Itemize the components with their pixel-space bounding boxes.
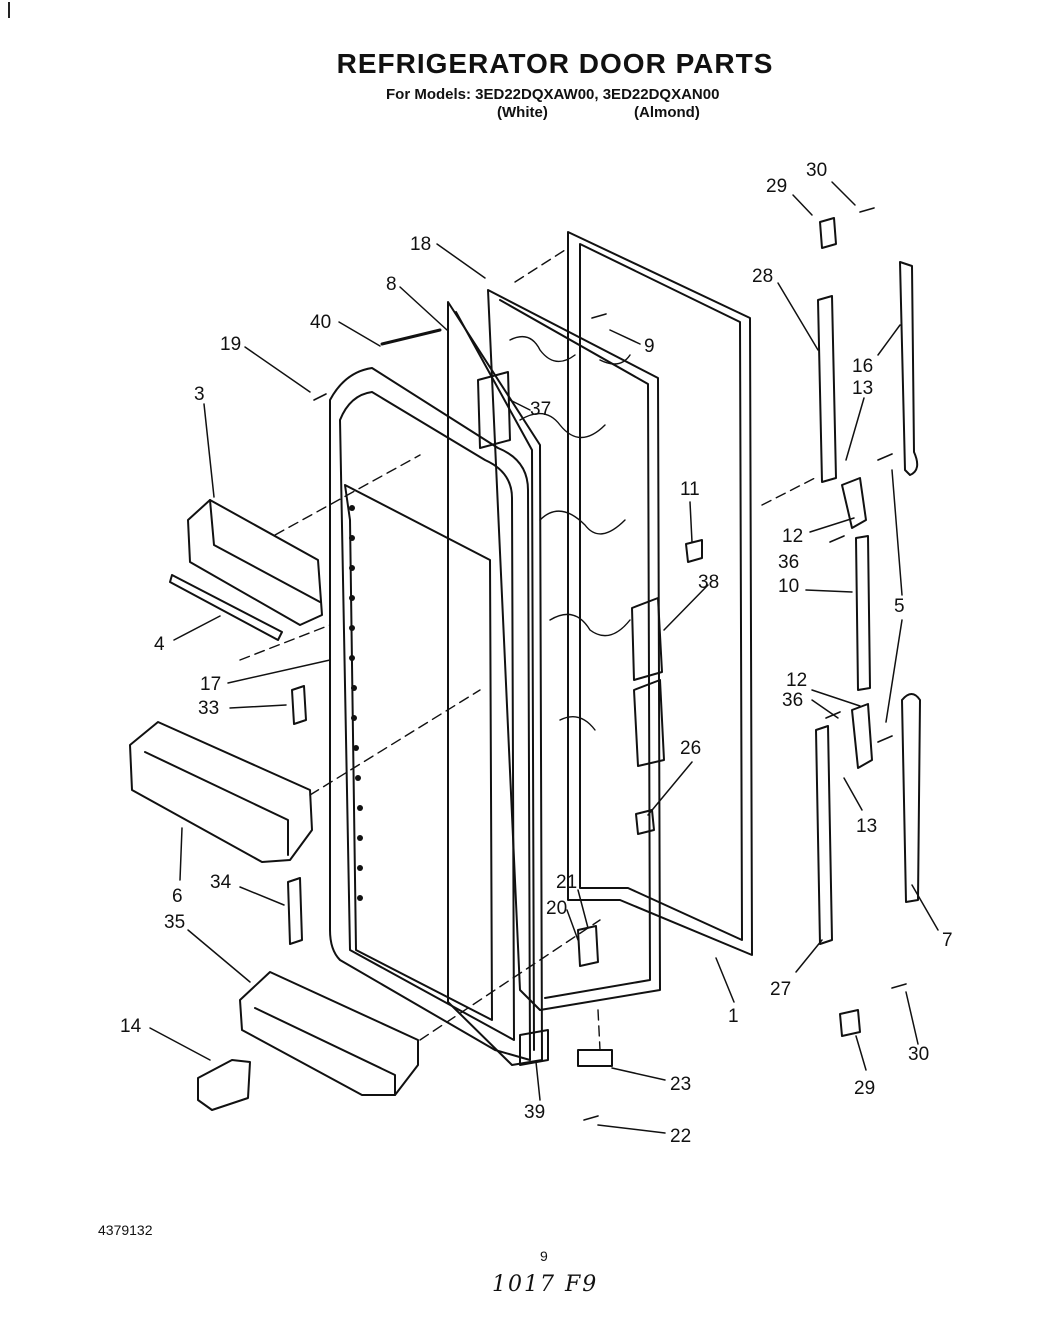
callout-37: 37 xyxy=(530,399,551,420)
callout-numbers: 30 29 18 28 8 40 9 19 16 13 3 37 11 12 3… xyxy=(120,160,953,1147)
callout-21: 21 xyxy=(556,872,577,893)
callout-33: 33 xyxy=(198,698,219,719)
callout-10: 10 xyxy=(778,576,799,597)
callout-26: 26 xyxy=(680,738,701,759)
handle-part-10 xyxy=(855,535,871,691)
callout-40: 40 xyxy=(310,312,331,333)
dairy-door-part-3 xyxy=(187,499,323,626)
outer-door-panel xyxy=(567,231,753,956)
callout-30-bottom: 30 xyxy=(908,1044,929,1065)
callout-27: 27 xyxy=(770,979,791,1000)
handle-part-16 xyxy=(899,261,919,476)
cover-part-38-upper xyxy=(631,597,663,681)
hinge-part-12-lower xyxy=(851,703,873,769)
callout-29-bottom: 29 xyxy=(854,1078,875,1099)
bracket-part-26 xyxy=(635,809,655,835)
callout-13-lower: 13 xyxy=(856,816,877,837)
callout-19: 19 xyxy=(220,334,241,355)
callout-38: 38 xyxy=(698,572,719,593)
handle-trim-part-27 xyxy=(815,725,833,945)
finish-white-label: (White) xyxy=(497,104,548,121)
callout-17: 17 xyxy=(200,674,221,695)
screws xyxy=(313,207,907,1121)
callout-11: 11 xyxy=(680,479,700,500)
callout-23: 23 xyxy=(670,1074,691,1095)
hinge-part-12-upper xyxy=(841,477,867,529)
door-shelf-part-6 xyxy=(129,721,313,863)
part-20-21 xyxy=(577,925,599,967)
callout-36-lower: 36 xyxy=(782,690,803,711)
callout-12-lower: 12 xyxy=(786,670,807,691)
gasket-strip-part-39 xyxy=(519,1029,549,1066)
door-gasket xyxy=(447,301,543,1066)
callout-12-upper: 12 xyxy=(782,526,803,547)
callout-16: 16 xyxy=(852,356,873,377)
handle-part-7 xyxy=(901,693,921,903)
clip-part-11 xyxy=(685,539,703,563)
handle-trim-part-28 xyxy=(817,295,837,483)
callout-3: 3 xyxy=(194,384,205,405)
callout-30-top: 30 xyxy=(806,160,827,181)
callout-4: 4 xyxy=(154,634,165,655)
callout-9: 9 xyxy=(644,336,655,357)
alignment-lines xyxy=(239,249,816,1051)
models-line: For Models: 3ED22DQXAW00, 3ED22DQXAN00 xyxy=(386,86,720,103)
shelf-support-33 xyxy=(291,685,307,725)
leader-lines xyxy=(149,181,939,1134)
dairy-trim-part-4 xyxy=(169,574,283,641)
callout-39: 39 xyxy=(524,1102,545,1123)
callout-34: 34 xyxy=(210,872,232,893)
page-number: 9 xyxy=(540,1248,548,1264)
callout-22: 22 xyxy=(670,1126,691,1147)
bracket-part-14 xyxy=(197,1059,251,1111)
shelf-support-34 xyxy=(287,877,303,945)
inner-door-liner xyxy=(329,367,531,1061)
callout-20: 20 xyxy=(546,898,567,919)
callout-28: 28 xyxy=(752,266,773,287)
cover-part-38-lower xyxy=(633,679,665,767)
callout-8: 8 xyxy=(386,274,397,295)
liner-shelf-holes xyxy=(349,505,363,901)
bracket-part-23 xyxy=(577,1049,613,1067)
callout-6: 6 xyxy=(172,886,183,907)
part-37-block xyxy=(477,371,511,449)
callout-13-top: 13 xyxy=(852,378,873,399)
clip-part-29-bottom xyxy=(839,1009,861,1037)
clip-part-29-top xyxy=(819,217,837,249)
callout-5: 5 xyxy=(894,596,905,617)
callout-36-upper: 36 xyxy=(778,552,799,573)
corner-tick-mark xyxy=(8,2,10,18)
finish-almond-label: (Almond) xyxy=(634,104,700,121)
document-number: 4379132 xyxy=(98,1222,153,1238)
door-insulation xyxy=(487,289,661,1011)
callout-14: 14 xyxy=(120,1016,142,1037)
handwritten-note: 1017 F9 xyxy=(492,1272,599,1297)
part-40-strip xyxy=(380,328,442,346)
callout-29-top: 29 xyxy=(766,176,787,197)
callout-7: 7 xyxy=(942,930,953,951)
callout-35: 35 xyxy=(164,912,185,933)
page-title: REFRIGERATOR DOOR PARTS xyxy=(336,48,774,79)
door-shelf-part-35 xyxy=(239,971,419,1096)
callout-1: 1 xyxy=(728,1006,739,1027)
callout-18: 18 xyxy=(410,234,431,255)
